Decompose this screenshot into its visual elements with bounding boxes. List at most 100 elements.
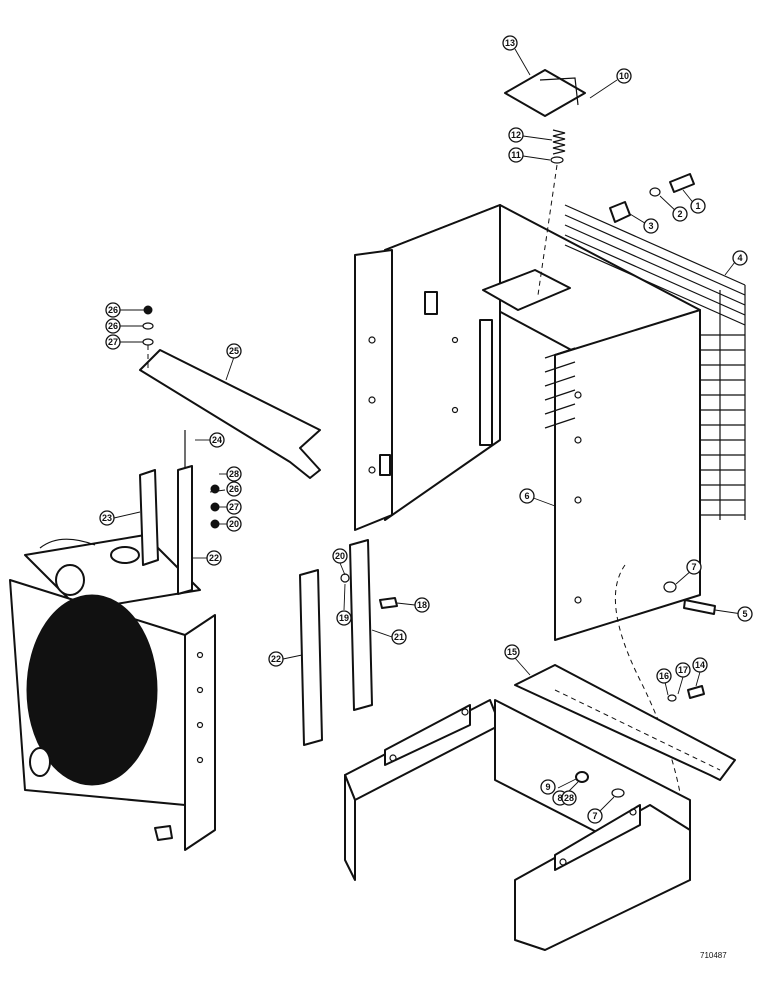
callout-23: 22 [268,651,303,667]
bolt [379,597,398,609]
callout-21-label: 20 [335,551,345,561]
callout-1-label: 1 [695,201,700,211]
callout-26-right-label: 26 [229,484,239,494]
callout-28-right-label: 28 [229,469,239,479]
callout-26-top-label: 26 [108,305,118,315]
callout-23-label: 22 [271,654,281,664]
callout-14: 13 [502,35,531,76]
nut [210,484,220,494]
hood-shroud [354,204,701,641]
callout-2-label: 2 [677,209,682,219]
callout-27-right-label: 27 [229,502,239,512]
frame-rails [344,699,691,951]
callout-28-top-label: 27 [108,337,118,347]
nut [210,502,220,512]
callout-27-top: 26 [105,318,121,334]
callout-26-top: 26 [105,302,121,318]
callout-22-left-label: 22 [209,553,219,563]
callout-16-label: 15 [507,647,517,657]
lockwasher [142,322,154,330]
drawing-number: 710487 [700,951,727,960]
bolt-hardware [609,173,695,223]
callout-24: 23 [99,510,141,526]
callout-24-label: 23 [102,513,112,523]
callout-7-upper-label: 7 [691,562,696,572]
nut [575,771,589,783]
callout-10: 9 [540,778,577,795]
callout-11: 10 [589,68,632,99]
side-grille [564,204,746,520]
callout-12-label: 11 [511,150,521,160]
access-cover [504,69,586,117]
bolt [687,685,705,699]
callout-3-label: 3 [648,221,653,231]
callout-27-right: 27 [226,499,242,515]
callout-20-middle-label: 19 [339,613,349,623]
callout-15: 14 [692,657,708,687]
callout-25-label: 24 [212,435,222,445]
callout-18: 17 [675,662,691,695]
callout-10-label: 9 [545,782,550,792]
assembly-line-plate [554,689,721,771]
support-strap [139,349,321,479]
washer [667,694,677,702]
callout-8-frame-label: 28 [564,793,574,803]
callout-6-label: 6 [524,491,529,501]
side-bar-left [299,569,323,746]
callout-28-right: 28 [226,466,242,482]
callout-20-middle: 19 [336,583,352,626]
callout-1: 1 [682,189,706,214]
callout-9-label: 8 [557,793,562,803]
callout-7-upper: 7 [675,559,702,585]
callout-4-label: 4 [737,253,742,263]
crossmember-plate [514,664,736,781]
callout-7-lower: 7 [587,796,615,824]
callout-4: 4 [724,250,748,276]
callout-20-right-label: 20 [229,519,239,529]
bracket-left [139,469,159,566]
nut [340,573,350,583]
callout-18-label: 17 [678,665,688,675]
callout-5: 5 [714,606,753,622]
callout-6: 6 [519,488,556,507]
washer [142,338,154,346]
assembly-line-cover [537,164,558,296]
callout-22-middle-label: 21 [394,632,404,642]
callout-11-label: 10 [619,71,629,81]
callout-26-strap: 25 [225,343,242,381]
callout-3: 3 [629,213,659,234]
callout-17-label: 16 [659,671,669,681]
side-bar-right [349,539,373,711]
spring [552,129,566,155]
callout-22-middle: 21 [371,629,407,645]
callout-19-label: 18 [417,600,427,610]
callout-2: 2 [659,195,688,222]
callout-7-lower-label: 7 [592,811,597,821]
nut [143,305,153,315]
washer [611,788,625,798]
callout-25: 24 [195,432,225,448]
callout-26-strap-label: 25 [229,346,239,356]
bolt [683,599,716,615]
callout-5-label: 5 [742,609,747,619]
assembly-line-mount [614,564,686,831]
callout-22-left: 22 [192,550,222,566]
callout-21: 20 [332,548,348,576]
bracket-right [177,465,193,595]
washer [550,156,564,164]
callout-19: 18 [396,597,430,613]
callout-8-frame: 28 [561,790,577,806]
callout-14-label: 13 [505,38,515,48]
callout-13: 12 [508,127,553,143]
callout-15-label: 14 [695,660,705,670]
washer [663,581,677,593]
callout-27-top-label: 26 [108,321,118,331]
callout-13-label: 12 [511,130,521,140]
nut [210,519,220,529]
callout-12: 11 [508,147,551,163]
callout-16: 15 [504,644,531,676]
callout-28-top: 27 [105,334,121,350]
callout-17: 16 [656,668,672,696]
callout-20-right: 20 [226,516,242,532]
